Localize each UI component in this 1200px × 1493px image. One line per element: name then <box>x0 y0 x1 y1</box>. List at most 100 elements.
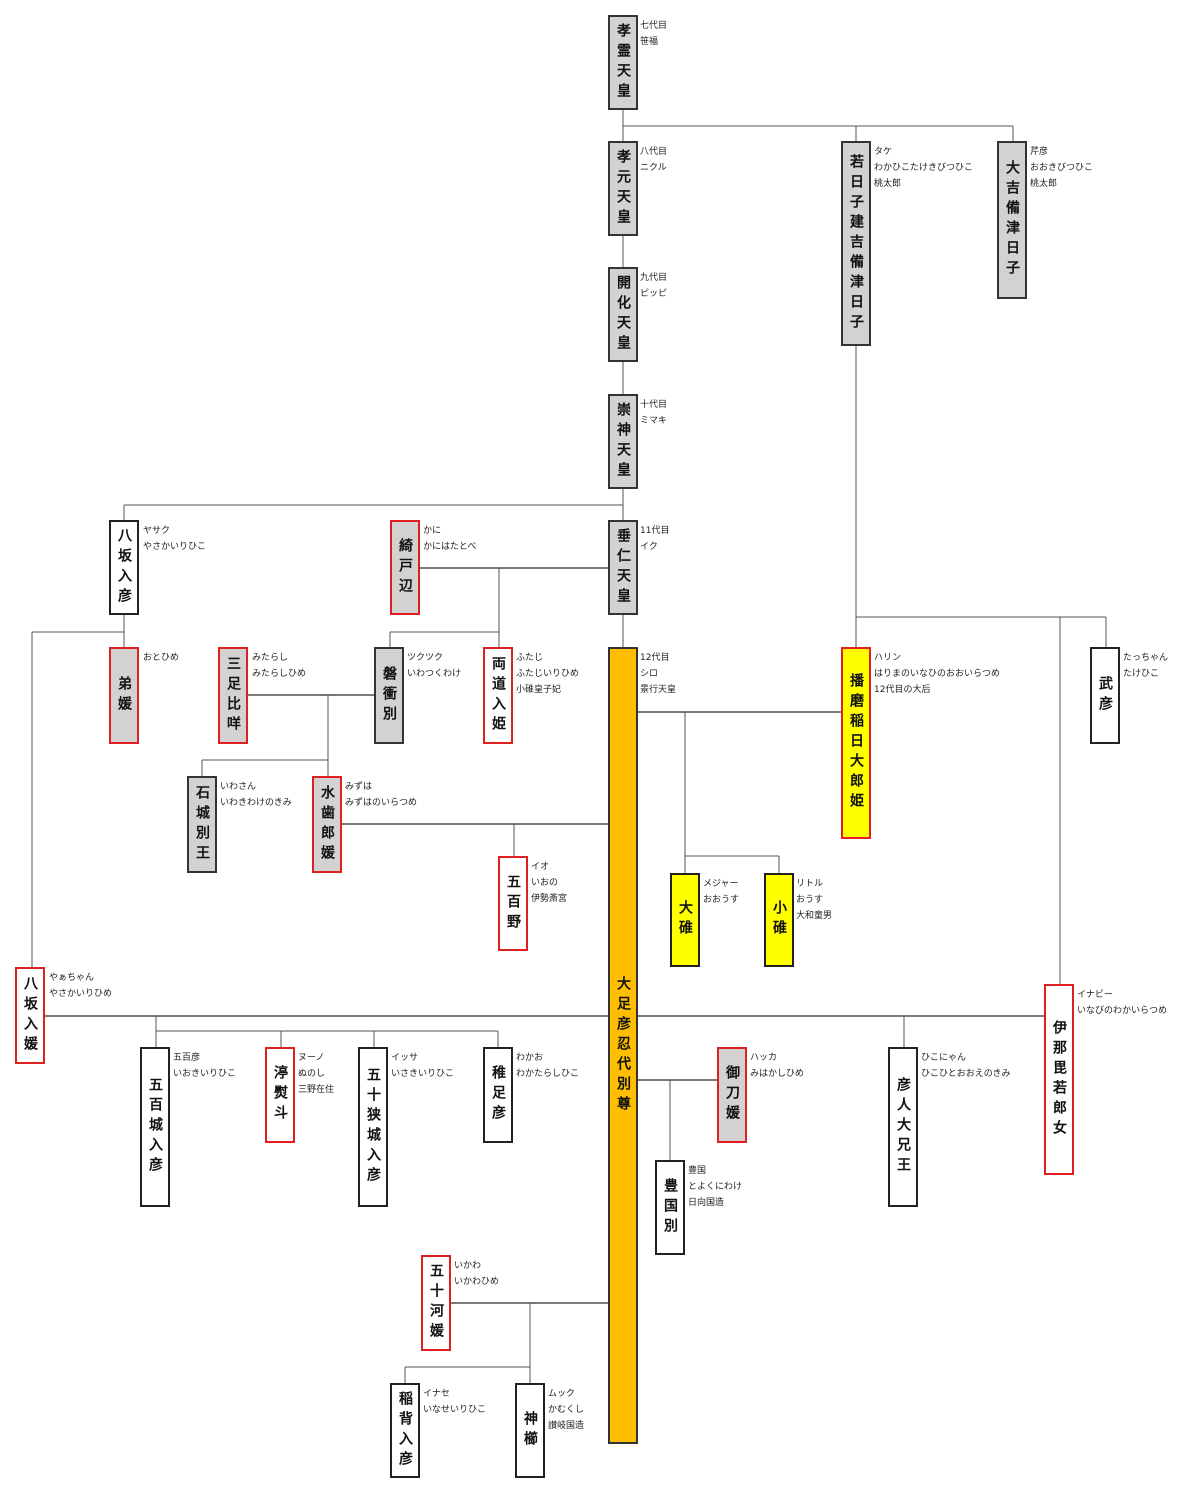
person-inabi: 伊那毘若郎女 <box>1044 984 1074 1175</box>
person-note: タケわかひこたけきびつひこ桃太郎 <box>874 144 973 192</box>
person-note: たっちゃんたけひこ <box>1123 650 1168 682</box>
person-note: ムックかむくし讃岐国造 <box>548 1386 584 1434</box>
note-line: いわきわけのきみ <box>220 798 292 808</box>
note-line: 笹福 <box>640 37 659 47</box>
person-name: 三足比咩 <box>225 655 241 736</box>
note-line: 日向国造 <box>688 1198 725 1208</box>
person-note: ひこにゃんひこひとおおえのきみ <box>921 1050 1010 1082</box>
note-line: わかお <box>516 1053 544 1063</box>
person-note: おとひめ <box>143 650 179 666</box>
person-name: 孝霊天皇 <box>615 22 631 103</box>
person-note: ヌーノぬのし三野在住 <box>298 1050 334 1098</box>
note-line: 豊国 <box>688 1166 707 1176</box>
note-line: ふたじいりひめ <box>516 669 580 679</box>
person-name: 伊那毘若郎女 <box>1051 1019 1067 1140</box>
person-kaika: 開化天皇 <box>608 267 638 362</box>
note-line: いさきいりひこ <box>391 1069 455 1079</box>
person-takehiko: 武彦 <box>1090 647 1120 744</box>
note-line: メジャー <box>703 879 739 889</box>
person-note: イオいおの伊勢斎宮 <box>531 859 567 907</box>
person-name: 八坂入彦 <box>116 527 132 608</box>
person-note: 五百彦いおきいりひこ <box>173 1050 236 1082</box>
note-line: ヌーノ <box>298 1053 325 1063</box>
note-line: やさかいりひめ <box>49 989 113 999</box>
person-kousu: 小碓 <box>764 873 794 967</box>
note-line: いかわ <box>454 1261 482 1271</box>
person-name: 綺戸辺 <box>397 537 413 598</box>
person-sujin: 崇神天皇 <box>608 394 638 489</box>
note-line: 景行天皇 <box>640 685 677 695</box>
person-note: 九代目ピッピ <box>640 270 667 302</box>
note-line: かにはたとべ <box>423 542 477 552</box>
person-ousu: 大碓 <box>670 873 700 967</box>
person-korei: 孝霊天皇 <box>608 15 638 110</box>
note-line: ムック <box>548 1389 576 1399</box>
person-note: 12代目シロ景行天皇 <box>640 650 676 698</box>
person-mizuha: 水歯郎媛 <box>312 776 342 873</box>
note-line: いかわひめ <box>454 1277 500 1287</box>
note-line: いなせいりひこ <box>423 1405 487 1415</box>
note-line: イオ <box>531 862 550 872</box>
note-line: イク <box>640 542 658 552</box>
note-line: ヤサク <box>143 526 171 536</box>
person-name: 御刀媛 <box>724 1065 740 1125</box>
person-name: 大足彦忍代別尊 <box>615 975 631 1116</box>
note-line: イナビー <box>1077 990 1113 1000</box>
note-line: 大和童男 <box>796 911 833 921</box>
note-line: わかひこたけきびつひこ <box>874 163 974 173</box>
person-iwatsuku: 磐衝別 <box>374 647 404 744</box>
note-line: 桃太郎 <box>1030 179 1058 189</box>
note-line: 芹彦 <box>1030 147 1049 157</box>
person-yasaka_irihiko: 八坂入彦 <box>109 520 139 615</box>
person-harima: 播磨稲日大郎姫 <box>841 647 871 839</box>
note-line: ニクル <box>640 163 667 173</box>
note-line: おおうす <box>703 895 740 905</box>
person-futaji: 両道入姫 <box>483 647 513 744</box>
person-name: 播磨稲日大郎姫 <box>848 673 864 813</box>
person-name: 開化天皇 <box>615 274 631 355</box>
note-line: おとひめ <box>143 653 180 663</box>
person-name: 武彦 <box>1097 675 1113 716</box>
person-name: 稚足彦 <box>490 1065 506 1125</box>
note-line: いなびのわかいらつめ <box>1077 1006 1168 1016</box>
person-otohime: 弟媛 <box>109 647 139 744</box>
person-name: 彦人大兄王 <box>895 1077 911 1177</box>
person-name: 五百城入彦 <box>147 1077 163 1177</box>
note-line: 三野在住 <box>298 1085 335 1095</box>
person-name: 若日子建吉備津日子 <box>848 153 864 334</box>
person-note: ふたじふたじいりひめ小碓皇子妃 <box>516 650 579 698</box>
person-note: イナセいなせいりひこ <box>423 1386 486 1418</box>
note-line: かに <box>423 526 442 536</box>
person-name: 稲背入彦 <box>397 1390 413 1471</box>
person-name: 五十狭城入彦 <box>365 1067 381 1187</box>
person-note: ヤサクやさかいりひこ <box>143 523 206 555</box>
note-line: ミマキ <box>640 416 668 426</box>
person-mihakashi: 御刀媛 <box>717 1047 747 1143</box>
person-name: 石城別王 <box>194 784 210 865</box>
person-toyokuni: 豊国別 <box>655 1160 685 1255</box>
person-name: 八坂入媛 <box>22 975 38 1056</box>
person-suinin: 垂仁天皇 <box>608 520 638 615</box>
note-line: シロ <box>640 669 659 679</box>
note-line: はりまのいなひのおおいらつめ <box>874 669 1001 679</box>
note-line: とよくにわけ <box>688 1182 743 1192</box>
person-name: 垂仁天皇 <box>615 527 631 608</box>
person-name: 五十河媛 <box>428 1263 444 1343</box>
person-mitarashi: 三足比咩 <box>218 647 248 744</box>
note-line: やぁちゃん <box>49 973 95 983</box>
person-note: 十代目ミマキ <box>640 397 667 429</box>
person-note: みたらしみたらしひめ <box>252 650 306 682</box>
note-line: みずはのいらつめ <box>345 798 418 808</box>
person-kogen: 孝元天皇 <box>608 141 638 236</box>
person-wakahiko: 若日子建吉備津日子 <box>841 141 871 346</box>
note-line: ぬのし <box>298 1069 326 1079</box>
note-line: 伊勢斎宮 <box>531 894 568 904</box>
person-name: 小碓 <box>771 900 787 940</box>
person-note: 豊国とよくにわけ日向国造 <box>688 1163 742 1211</box>
person-name: 磐衝別 <box>381 665 397 726</box>
person-note: わかおわかたらしひこ <box>516 1050 579 1082</box>
person-name: 弟媛 <box>116 675 132 716</box>
note-line: イナセ <box>423 1389 450 1399</box>
